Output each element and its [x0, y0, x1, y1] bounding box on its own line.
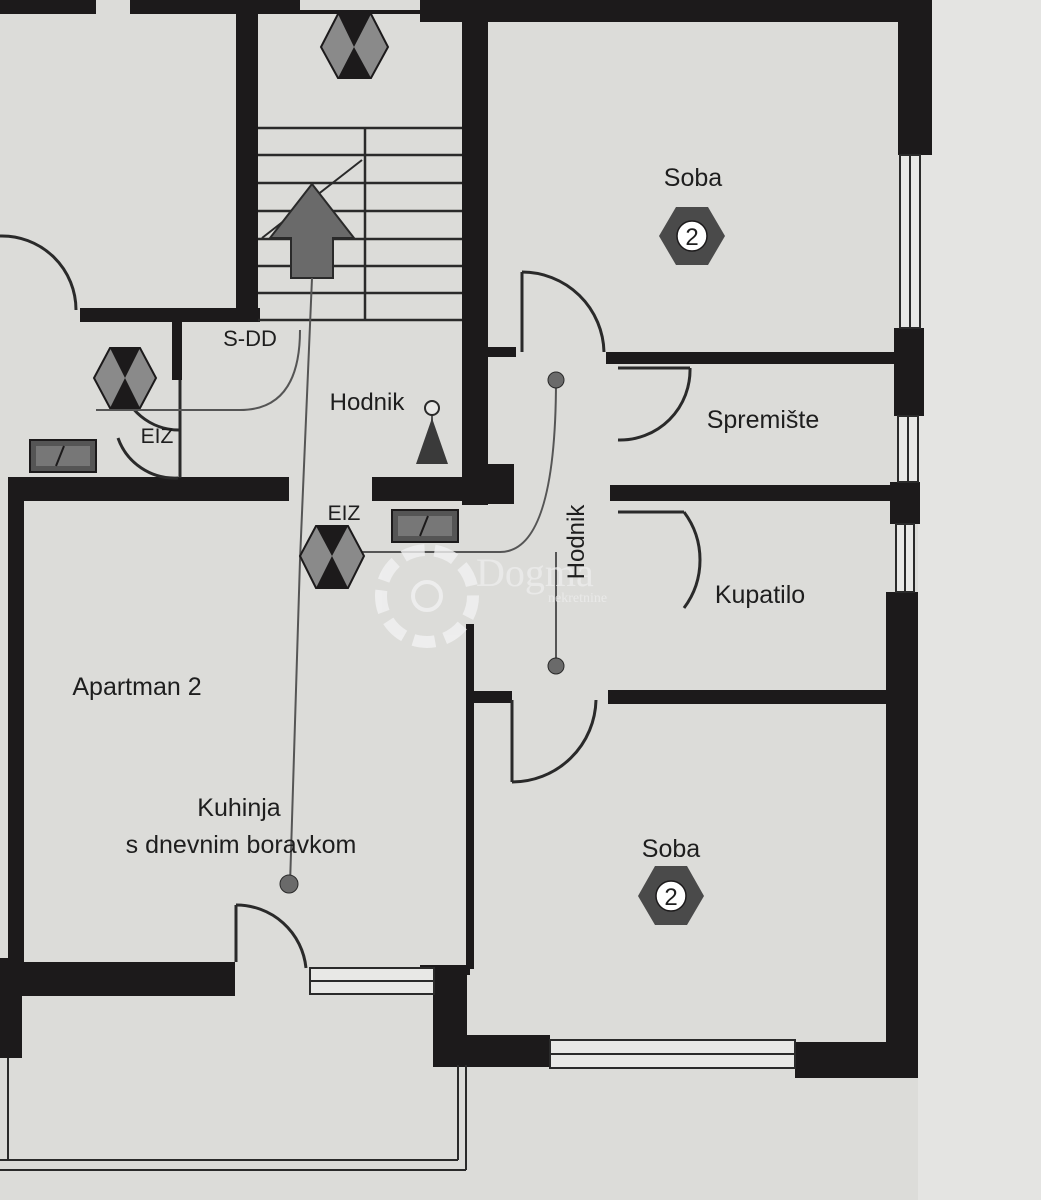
balcony-outline [0, 1058, 467, 1171]
room-label-hodnik-vertical: Hodnik [563, 504, 590, 580]
badge-number: 2 [664, 884, 677, 911]
door-swings [0, 234, 702, 969]
room-label-apartman: Apartman 2 [72, 673, 201, 701]
distribution-box-center [391, 509, 459, 543]
eiz-tag-center: EIZ [328, 502, 361, 525]
flower-logo-icon [375, 544, 479, 648]
watermark: Dogma nekretnine [375, 544, 607, 648]
room-label-spremiste: Spremište [707, 406, 820, 434]
watermark-sub: nekretnine [548, 591, 607, 606]
room-label-dnevni-boravak: s dnevnim boravkom [126, 831, 357, 859]
room-label-soba-bottom: Soba [642, 835, 700, 863]
room-badge-soba-bottom: 2 [638, 866, 704, 925]
badge-number: 2 [685, 224, 698, 251]
light-fixture-icon [416, 400, 448, 464]
hexagon-marker-icon [92, 347, 158, 409]
interior-walls [300, 10, 894, 704]
room-label-hodnik: Hodnik [330, 389, 406, 416]
window-mullions [310, 155, 911, 1055]
hexagon-marker-icon [319, 13, 390, 79]
eiz-tag-left: EIZ [141, 425, 174, 448]
room-label-kuhinja: Kuhinja [197, 794, 280, 822]
room-label-kupatilo: Kupatilo [715, 581, 805, 609]
outlet-points [279, 371, 565, 894]
room-label-soba-top: Soba [664, 164, 722, 192]
stair-tag: S-DD [223, 326, 277, 351]
electrical-lines [96, 277, 557, 886]
hexagon-marker-icon [298, 525, 366, 589]
distribution-box-left [29, 439, 97, 473]
walls [0, 0, 932, 1078]
watermark-brand: Dogma [476, 550, 594, 595]
right-margin [918, 0, 1041, 1200]
room-badge-soba-top: 2 [659, 207, 725, 265]
